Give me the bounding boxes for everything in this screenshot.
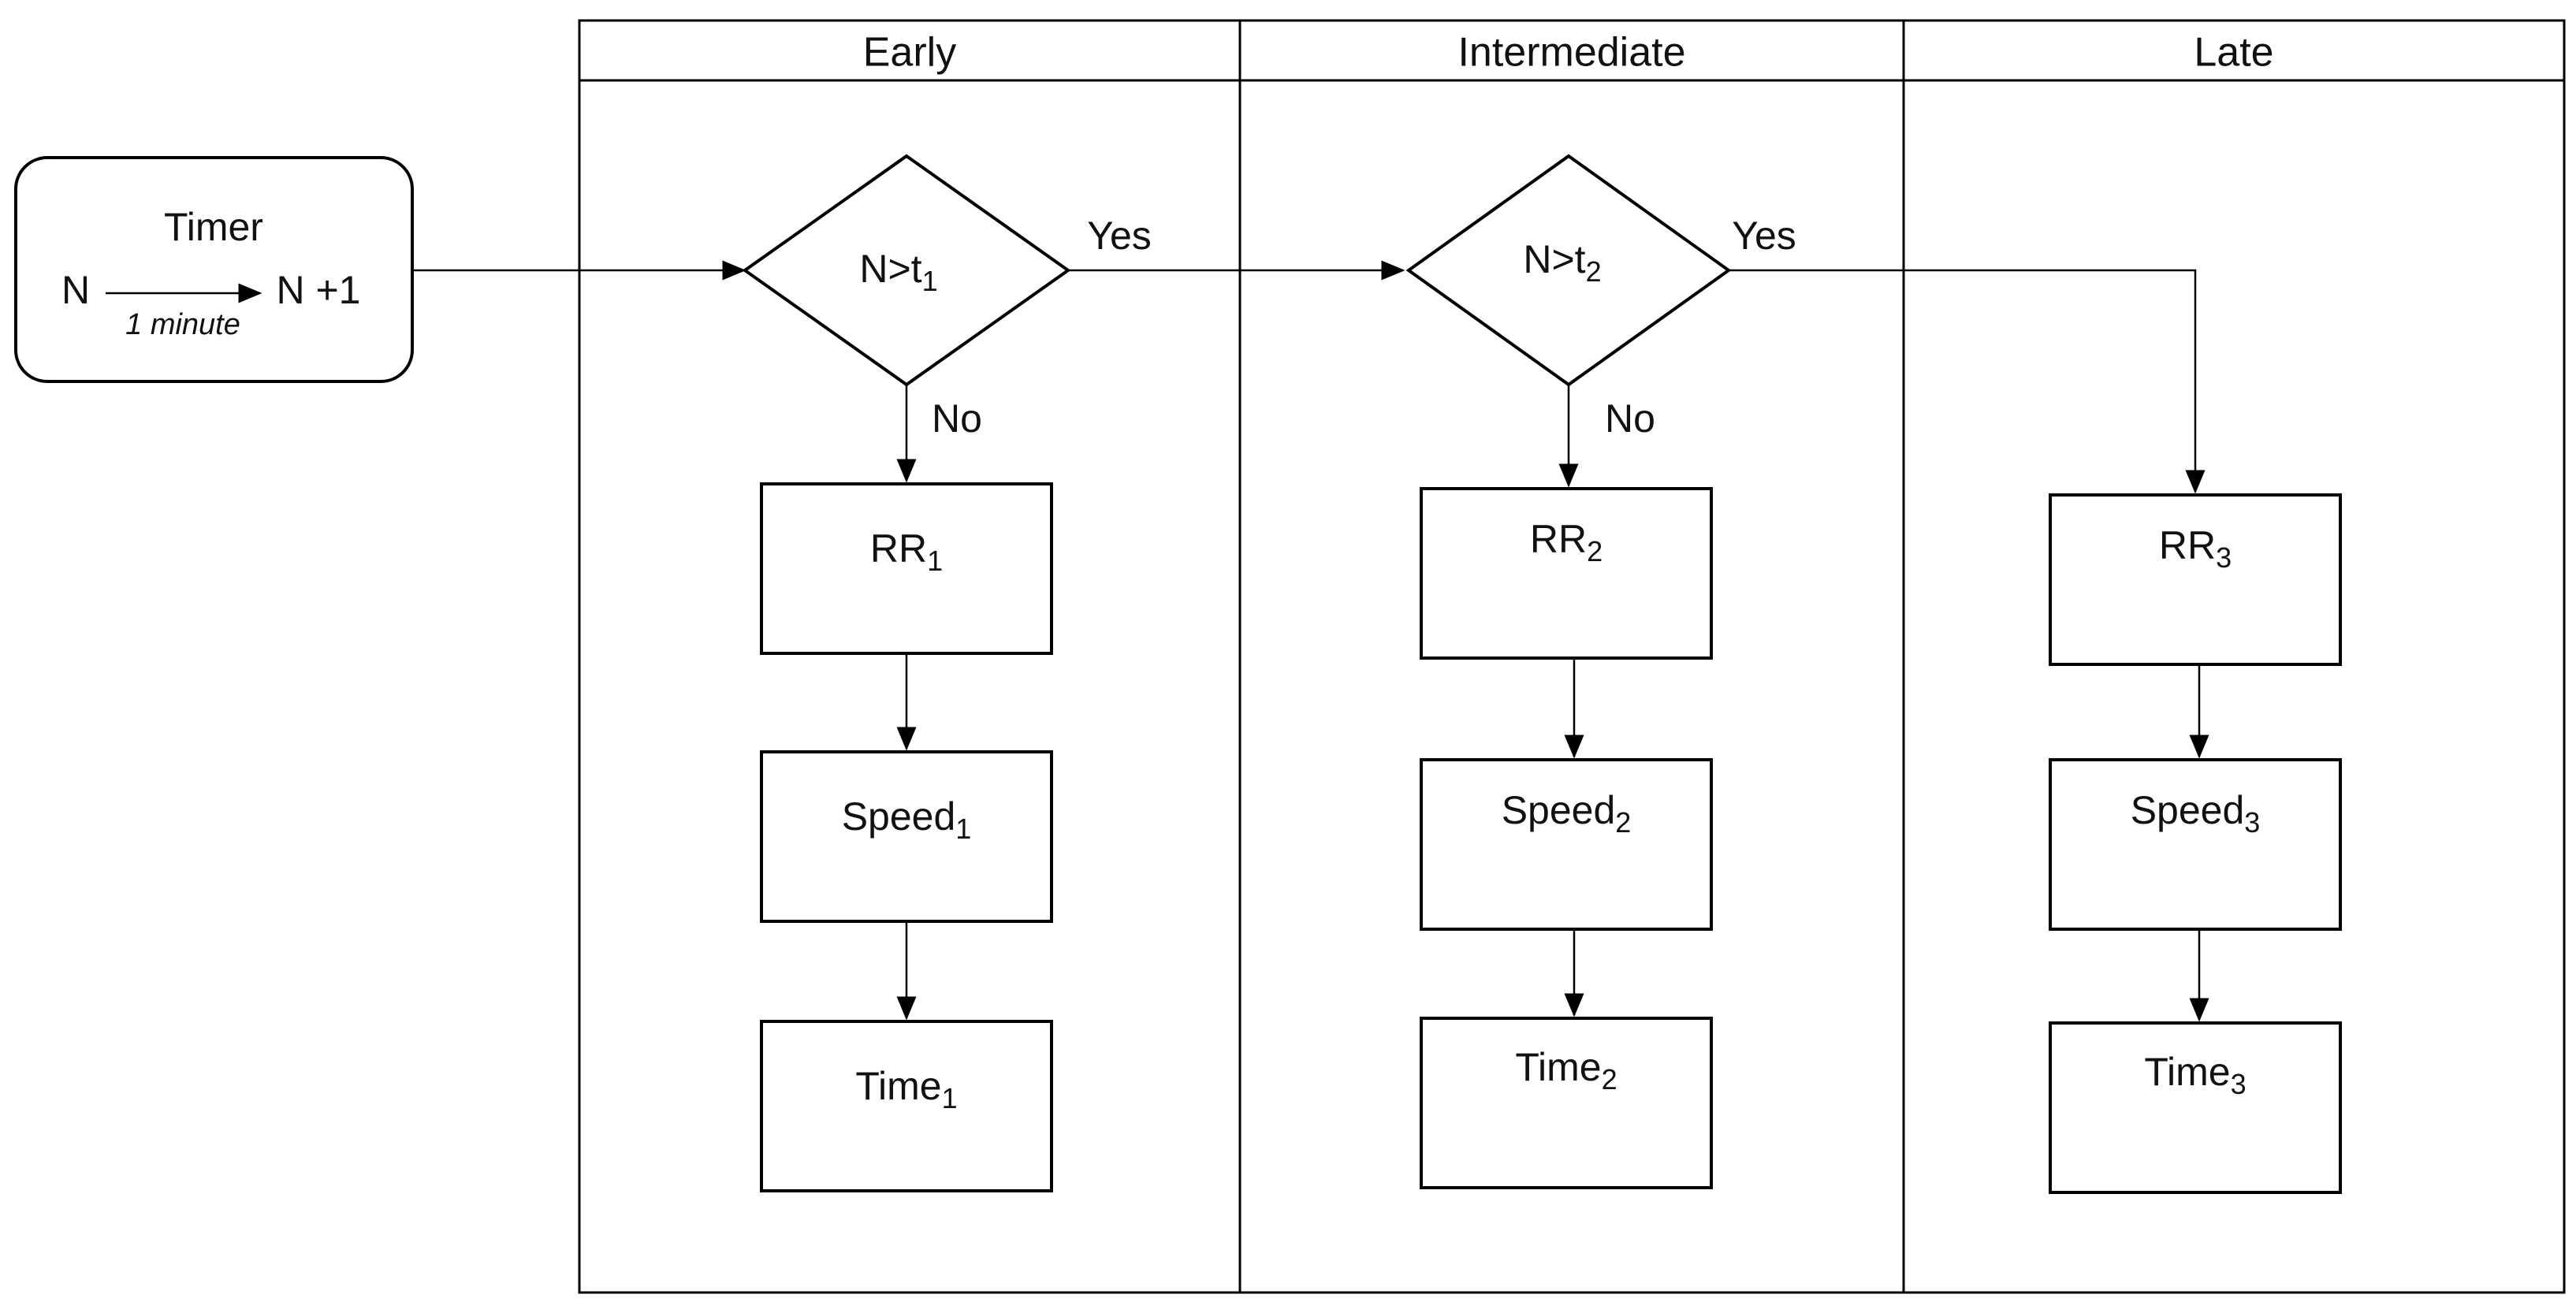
decision-2: N>t2: [1405, 154, 1732, 387]
process-box-speed-3: Speed3: [2049, 758, 2342, 931]
swimlane-frame: [578, 19, 2566, 1294]
process-box-speed-2: Speed2: [1420, 758, 1713, 931]
lane-title-early: Early: [863, 30, 956, 76]
timer-interval-label: 1 minute: [125, 308, 240, 341]
decision-1: N>t1: [742, 154, 1071, 387]
process-box-rr-3: RR3: [2049, 493, 2342, 666]
rr-1-label: RR1: [870, 526, 943, 576]
timer-node: Timer N N +1 1 minute: [14, 156, 414, 383]
timer-title: Timer: [164, 205, 263, 249]
process-box-speed-1: Speed1: [760, 750, 1053, 923]
speed-1-label: Speed1: [842, 794, 972, 844]
time-2-label: Time2: [1515, 1045, 1617, 1095]
process-box-time-3: Time3: [2049, 1021, 2342, 1194]
decision-2-no-label: No: [1605, 396, 1655, 441]
rr-2-label: RR2: [1530, 517, 1603, 567]
decision-2-label: N>t2: [1523, 237, 1601, 287]
process-box-rr-1: RR1: [760, 482, 1053, 655]
decision-1-yes-label: Yes: [1087, 214, 1152, 258]
lane-title-intermediate: Intermediate: [1457, 30, 1685, 76]
lane-title-late: Late: [2194, 30, 2273, 76]
timer-from: N: [61, 268, 90, 312]
speed-3-label: Speed3: [2131, 788, 2261, 838]
process-box-time-2: Time2: [1420, 1017, 1713, 1189]
rr-3-label: RR3: [2159, 523, 2232, 573]
time-3-label: Time3: [2144, 1050, 2246, 1099]
connector-decision-2-to-rr-3: [1729, 269, 2206, 494]
speed-2-label: Speed2: [1502, 788, 1632, 838]
decision-2-yes-label: Yes: [1732, 214, 1796, 258]
timer-to: N +1: [276, 268, 360, 312]
process-box-time-1: Time1: [760, 1020, 1053, 1192]
decision-1-no-label: No: [932, 396, 982, 441]
process-box-rr-2: RR2: [1420, 487, 1713, 660]
decision-1-label: N>t1: [859, 247, 937, 296]
time-1-label: Time1: [855, 1064, 957, 1114]
